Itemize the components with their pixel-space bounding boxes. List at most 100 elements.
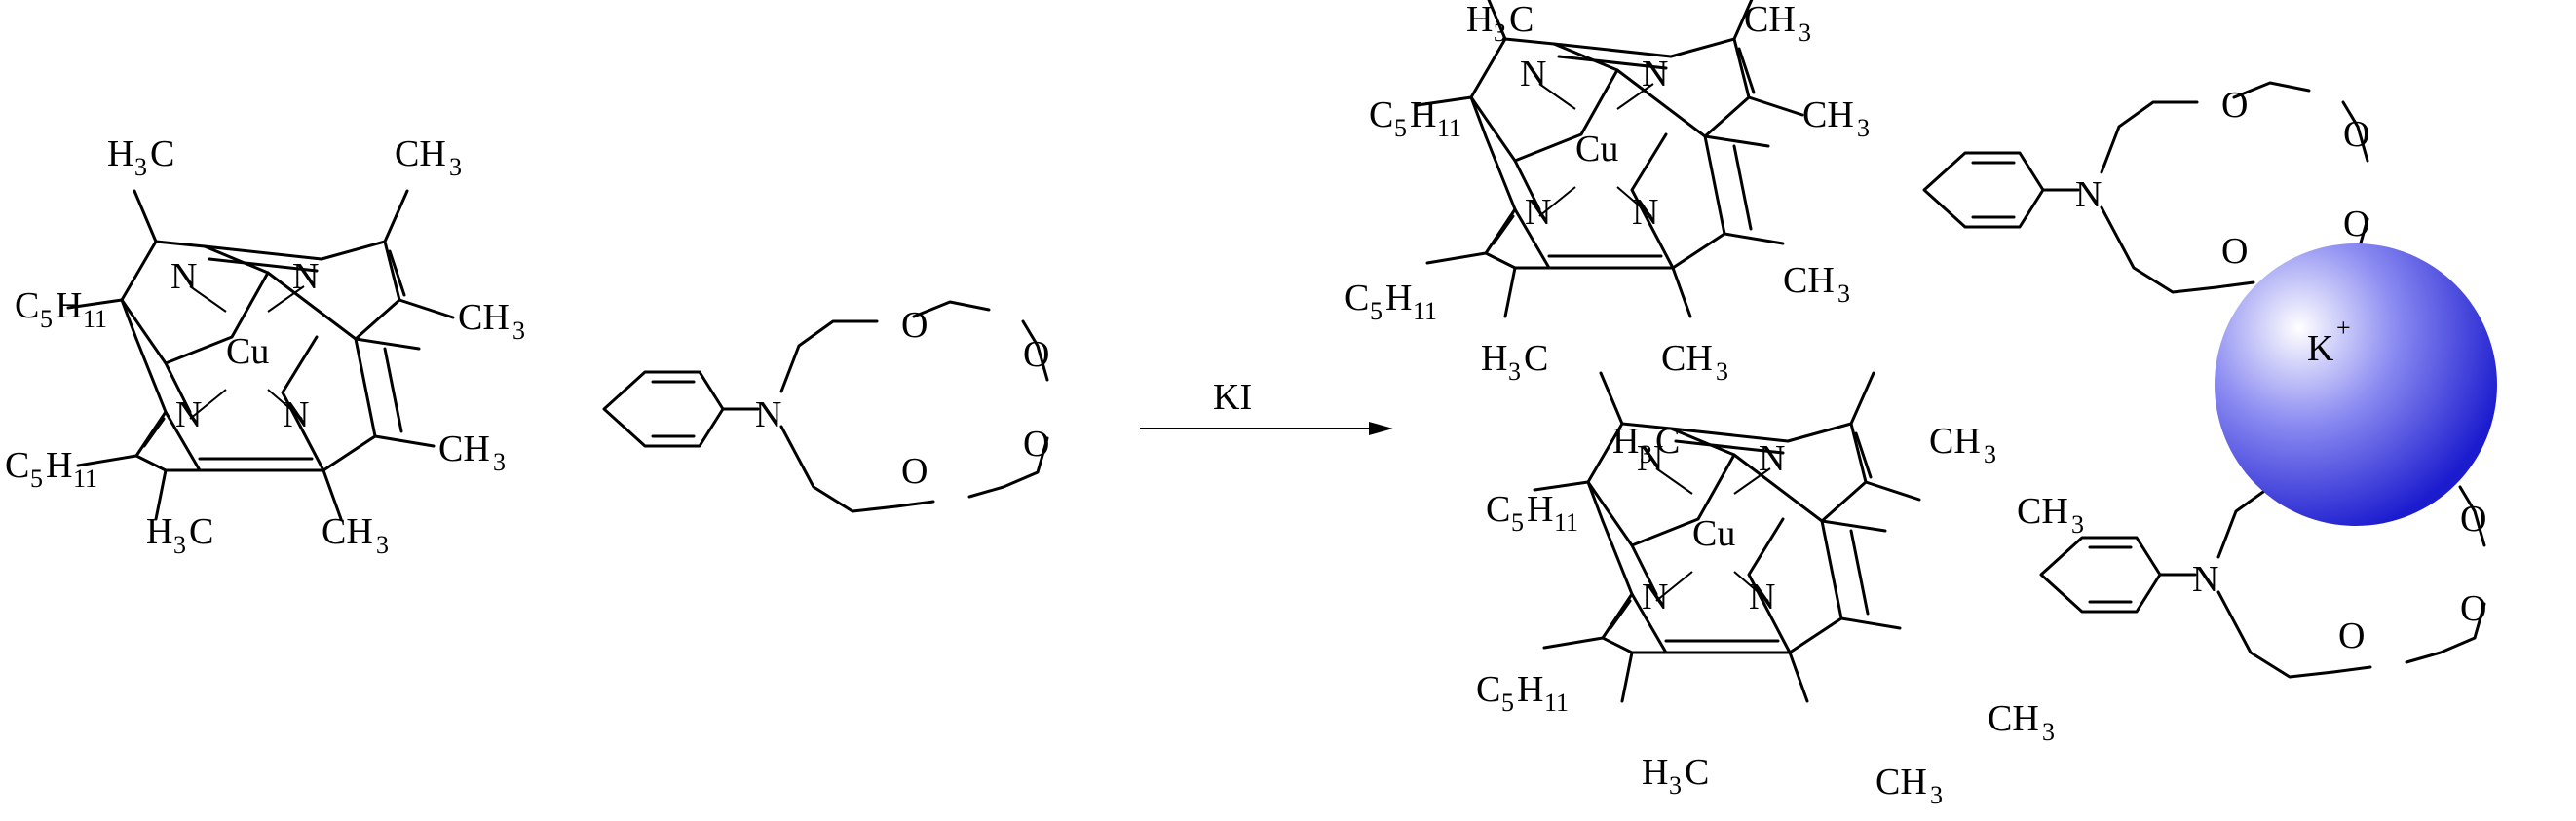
svg-text:C: C bbox=[189, 511, 213, 552]
copper-atom-label: Cu bbox=[1575, 129, 1618, 169]
crown-nitrogen-label: N bbox=[2192, 559, 2218, 600]
svg-text:H: H bbox=[1385, 278, 1412, 318]
crown-oxygen-label: O bbox=[1023, 424, 1049, 465]
svg-text:3: 3 bbox=[134, 153, 147, 181]
svg-text:C: C bbox=[150, 133, 174, 174]
svg-text:CH: CH bbox=[1661, 338, 1713, 379]
svg-text:K: K bbox=[2307, 328, 2334, 369]
svg-text:C: C bbox=[15, 285, 39, 326]
crown-nitrogen-label: N bbox=[2075, 174, 2102, 215]
reaction-arrow: KI bbox=[1140, 377, 1393, 435]
crown-oxygen-label: O bbox=[901, 451, 928, 492]
svg-text:3: 3 bbox=[1837, 280, 1850, 308]
svg-text:3: 3 bbox=[1857, 114, 1870, 142]
svg-text:C: C bbox=[1509, 0, 1534, 40]
nitrogen-label: N bbox=[1749, 577, 1775, 617]
svg-text:CH: CH bbox=[1802, 94, 1854, 135]
svg-text:C: C bbox=[1524, 338, 1548, 379]
svg-text:11: 11 bbox=[1544, 689, 1569, 717]
svg-text:H: H bbox=[56, 285, 82, 326]
crown-oxygen-label: O bbox=[901, 305, 928, 346]
svg-text:H: H bbox=[1517, 669, 1543, 710]
svg-text:H: H bbox=[1481, 338, 1507, 379]
crown-oxygen-label: O bbox=[1023, 334, 1049, 375]
svg-text:H: H bbox=[1466, 0, 1493, 40]
svg-text:3: 3 bbox=[449, 153, 462, 181]
svg-text:3: 3 bbox=[2071, 510, 2084, 539]
svg-text:C: C bbox=[5, 445, 29, 486]
svg-text:11: 11 bbox=[1554, 508, 1578, 537]
copper-atom-label: Cu bbox=[1692, 513, 1735, 554]
svg-text:3: 3 bbox=[1669, 771, 1682, 800]
svg-text:H: H bbox=[1612, 421, 1639, 462]
svg-text:3: 3 bbox=[1984, 440, 1996, 468]
crown-nitrogen-label: N bbox=[755, 394, 781, 435]
svg-text:C: C bbox=[1685, 752, 1709, 793]
nitrogen-label: N bbox=[283, 394, 309, 435]
svg-text:5: 5 bbox=[1511, 508, 1524, 537]
svg-text:3: 3 bbox=[2042, 718, 2055, 746]
svg-text:5: 5 bbox=[1501, 689, 1514, 717]
svg-text:CH: CH bbox=[2017, 491, 2068, 532]
svg-text:H: H bbox=[146, 511, 172, 552]
svg-text:CH: CH bbox=[438, 429, 490, 469]
svg-text:3: 3 bbox=[173, 531, 186, 559]
svg-text:5: 5 bbox=[1370, 297, 1383, 325]
svg-text:3: 3 bbox=[1494, 19, 1506, 47]
nitrogen-label: N bbox=[1525, 192, 1551, 233]
crown-oxygen-label: O bbox=[2343, 114, 2369, 155]
svg-text:11: 11 bbox=[1413, 297, 1437, 325]
svg-text:3: 3 bbox=[1716, 357, 1728, 386]
svg-text:+: + bbox=[2336, 314, 2351, 342]
svg-text:CH: CH bbox=[1929, 421, 1981, 462]
reagent-label: KI bbox=[1213, 377, 1252, 418]
svg-text:5: 5 bbox=[30, 465, 43, 493]
nitrogen-label: N bbox=[1637, 438, 1663, 479]
svg-text:CH: CH bbox=[1875, 762, 1927, 802]
svg-text:C: C bbox=[1655, 421, 1680, 462]
crown-oxygen-label: O bbox=[2460, 588, 2486, 629]
svg-text:CH: CH bbox=[322, 511, 373, 552]
svg-text:CH: CH bbox=[395, 133, 446, 174]
potassium-ion-label: K + bbox=[2307, 314, 2351, 369]
svg-text:3: 3 bbox=[512, 317, 525, 345]
svg-text:CH: CH bbox=[1744, 0, 1796, 40]
svg-text:3: 3 bbox=[493, 448, 506, 476]
svg-text:H: H bbox=[107, 133, 133, 174]
svg-text:3: 3 bbox=[1640, 440, 1652, 468]
crown-oxygen-label: O bbox=[2460, 499, 2486, 540]
svg-text:CH: CH bbox=[1783, 260, 1835, 301]
svg-text:H: H bbox=[1527, 489, 1553, 530]
svg-text:C: C bbox=[1369, 94, 1393, 135]
svg-text:3: 3 bbox=[376, 531, 389, 559]
svg-text:11: 11 bbox=[1437, 114, 1461, 142]
svg-text:CH: CH bbox=[458, 297, 510, 338]
svg-text:3: 3 bbox=[1930, 781, 1943, 809]
svg-text:11: 11 bbox=[73, 465, 97, 493]
svg-text:H: H bbox=[1642, 752, 1668, 793]
nitrogen-label: N bbox=[292, 256, 319, 297]
crown-oxygen-label: O bbox=[2221, 85, 2248, 126]
svg-text:5: 5 bbox=[1394, 114, 1407, 142]
nitrogen-label: N bbox=[1632, 192, 1658, 233]
nitrogen-label: N bbox=[175, 394, 202, 435]
